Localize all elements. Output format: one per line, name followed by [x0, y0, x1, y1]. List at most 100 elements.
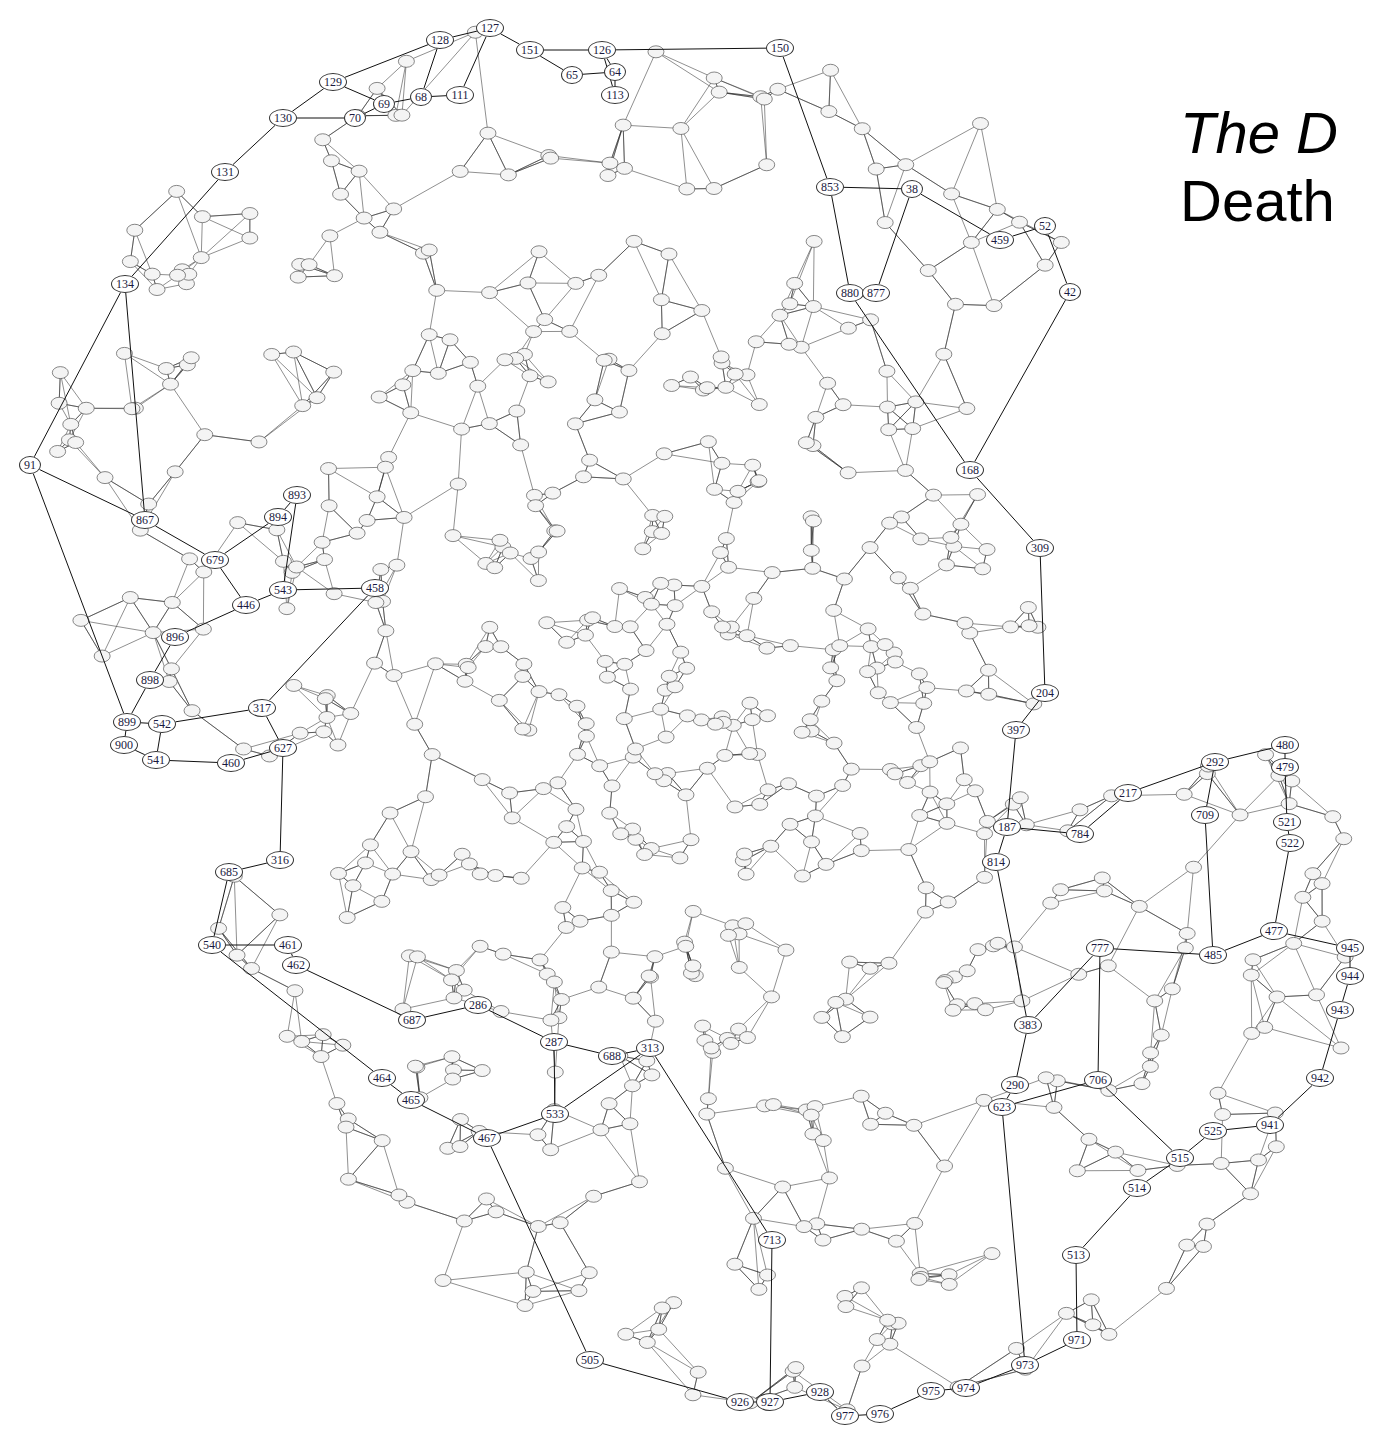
background-link [889, 430, 906, 471]
background-link [490, 252, 539, 293]
background-link [890, 1344, 958, 1387]
background-link [443, 1281, 525, 1306]
background-link [928, 242, 971, 270]
background-link [714, 165, 767, 189]
background-link [411, 797, 425, 852]
background-link [486, 1199, 538, 1227]
background-link [1251, 975, 1252, 1033]
background-link [551, 1130, 601, 1150]
background-link [560, 1223, 589, 1273]
background-link [876, 169, 885, 223]
background-link [848, 470, 905, 472]
background-link [601, 1130, 640, 1182]
background-link [259, 398, 317, 442]
background-link [135, 191, 177, 230]
background-link [175, 435, 205, 472]
background-link [346, 1127, 348, 1179]
background-link [426, 755, 433, 797]
background-link [81, 598, 130, 621]
background-link [952, 124, 981, 194]
background-link [647, 1342, 698, 1372]
background-link [415, 664, 436, 725]
background-link [402, 32, 475, 115]
background-link [971, 242, 994, 305]
background-link [394, 171, 461, 209]
background-link [1014, 947, 1078, 974]
background-link [1155, 948, 1186, 1001]
background-link [386, 631, 394, 676]
background-link [831, 70, 863, 128]
background-link [656, 52, 714, 78]
background-link [1139, 867, 1193, 906]
background-link [551, 158, 610, 163]
background-link [783, 1187, 804, 1227]
background-link [382, 1141, 399, 1195]
background-link [432, 755, 482, 780]
background-link [359, 171, 364, 218]
background-link [778, 89, 829, 111]
background-link [1218, 1033, 1252, 1093]
background-link [443, 1272, 526, 1280]
background-link [545, 283, 576, 319]
background-link [702, 311, 721, 357]
background-link [192, 711, 243, 749]
background-link [916, 354, 944, 402]
background-link [237, 915, 280, 955]
background-link [124, 353, 132, 408]
background-link [945, 1100, 984, 1166]
background-link [329, 467, 386, 468]
background-link [778, 89, 829, 111]
background-link [599, 241, 634, 275]
background-link [623, 125, 681, 128]
background-link [1294, 943, 1317, 994]
background-link [664, 454, 722, 463]
background-link [817, 1178, 830, 1224]
background-link [1108, 906, 1139, 965]
background-link [407, 1202, 464, 1221]
background-link [172, 559, 189, 603]
background-link [623, 479, 652, 516]
background-link [348, 1141, 382, 1180]
background-link [1139, 906, 1187, 933]
background-link [462, 386, 478, 429]
background-link [681, 128, 687, 188]
background-link [1322, 839, 1344, 884]
background-link [1187, 867, 1193, 933]
background-link [949, 1254, 992, 1285]
background-link [920, 1254, 992, 1274]
background-link [403, 956, 409, 1009]
background-link [1207, 1194, 1251, 1224]
background-link [771, 950, 785, 997]
background-link [630, 1124, 640, 1182]
background-link [813, 307, 870, 320]
background-link [944, 354, 967, 408]
background-link [980, 124, 997, 210]
background-link [761, 97, 767, 165]
background-link [988, 670, 1033, 704]
background-link [171, 669, 192, 711]
background-link [889, 912, 926, 963]
background-link [659, 1329, 698, 1372]
background-link [170, 384, 204, 435]
background-link [714, 165, 767, 189]
background-link [521, 445, 535, 495]
background-link [847, 1366, 862, 1410]
background-link [661, 254, 669, 300]
background-link [914, 1100, 984, 1125]
background-link [192, 711, 243, 749]
background-link [140, 530, 189, 559]
background-link [1251, 1147, 1277, 1194]
background-link [453, 484, 458, 536]
background-link [707, 1106, 765, 1114]
background-link [394, 676, 415, 725]
background-link [725, 1168, 782, 1187]
background-link [1089, 1139, 1138, 1170]
background-link [915, 1166, 945, 1223]
background-link [623, 52, 656, 125]
background-link [526, 1226, 538, 1272]
background-link [287, 991, 295, 1037]
background-link [1161, 989, 1172, 1035]
background-link [1151, 1001, 1155, 1053]
background-link [623, 125, 624, 168]
background-link [1166, 1246, 1203, 1288]
